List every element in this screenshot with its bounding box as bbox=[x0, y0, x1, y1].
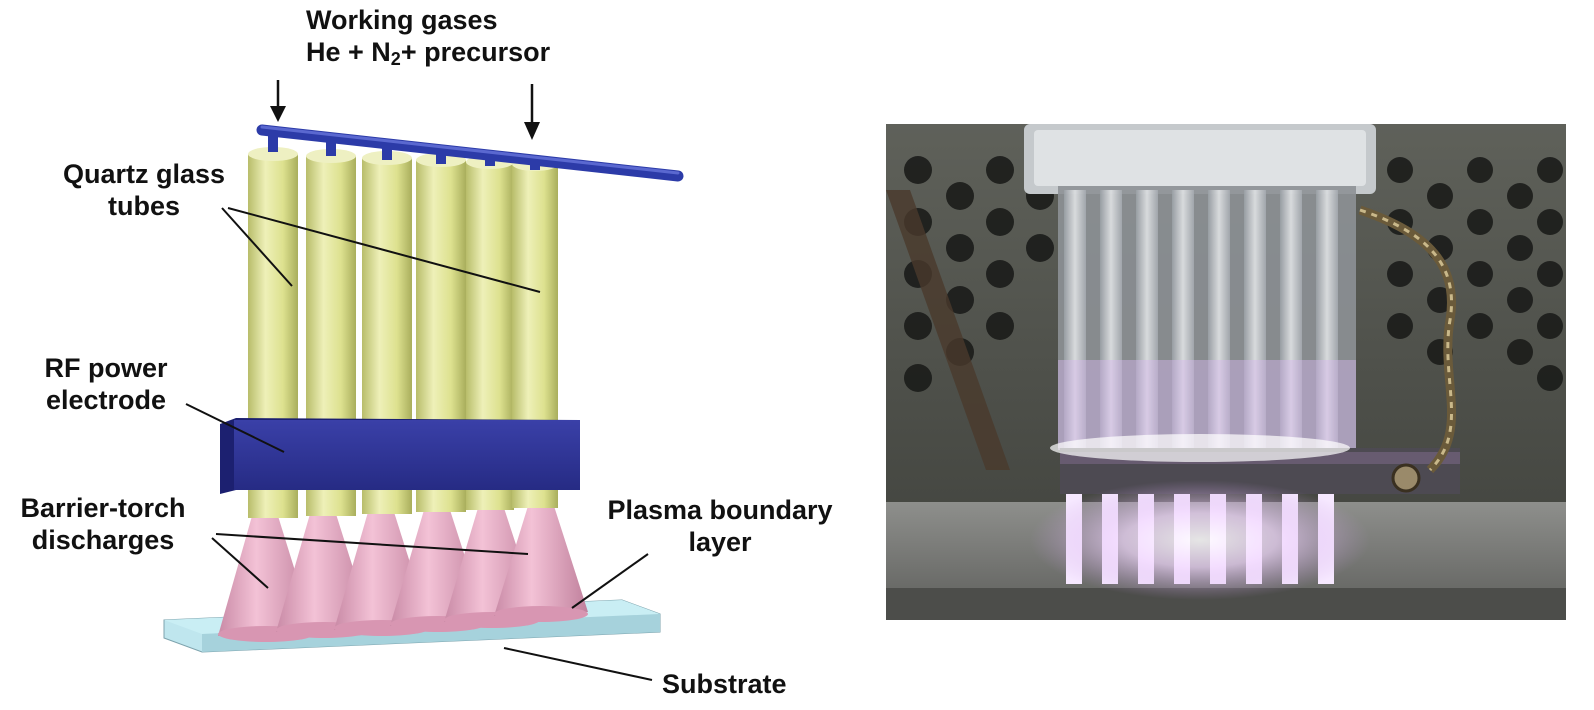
barrier-discharges-label: Barrier-torch discharges bbox=[0, 492, 206, 556]
discharge-cones bbox=[218, 506, 588, 642]
quartz-tubes-label: Quartz glass tubes bbox=[46, 158, 242, 222]
plasma-boundary-label: Plasma boundary layer bbox=[582, 494, 858, 558]
plasma-line1: Plasma boundary bbox=[607, 495, 833, 525]
substrate-label: Substrate bbox=[662, 669, 787, 699]
rf-line2: electrode bbox=[45, 385, 167, 415]
rf-electrode bbox=[220, 418, 580, 494]
barrier-line2: discharges bbox=[31, 525, 175, 555]
plasma-jets bbox=[1030, 434, 1370, 600]
working-gases-precursor: + precursor bbox=[400, 37, 551, 67]
working-gases-he-n: He + N bbox=[306, 37, 391, 67]
rf-electrode-label: RF power electrode bbox=[18, 352, 194, 416]
quartz-line1: Quartz glass bbox=[62, 159, 226, 189]
plasma-torch-array-photo bbox=[886, 124, 1566, 620]
quartz-line2: tubes bbox=[107, 191, 180, 221]
gas-inlet-arrows bbox=[270, 80, 540, 140]
leader-lines bbox=[185, 207, 653, 681]
working-gases-subscript: 2 bbox=[390, 49, 401, 69]
barrier-line1: Barrier-torch bbox=[20, 493, 186, 523]
working-gases-label: Working gases He + N2+ precursor bbox=[306, 4, 550, 68]
plasma-line2: layer bbox=[688, 527, 752, 557]
gas-manifold bbox=[256, 124, 684, 182]
perforated-panel bbox=[904, 156, 1563, 392]
working-gases-line2: He + N2+ precursor bbox=[306, 36, 550, 68]
glass-tube-stripes bbox=[1064, 190, 1338, 448]
rf-line1: RF power bbox=[44, 353, 168, 383]
working-gases-line1: Working gases bbox=[306, 5, 498, 35]
